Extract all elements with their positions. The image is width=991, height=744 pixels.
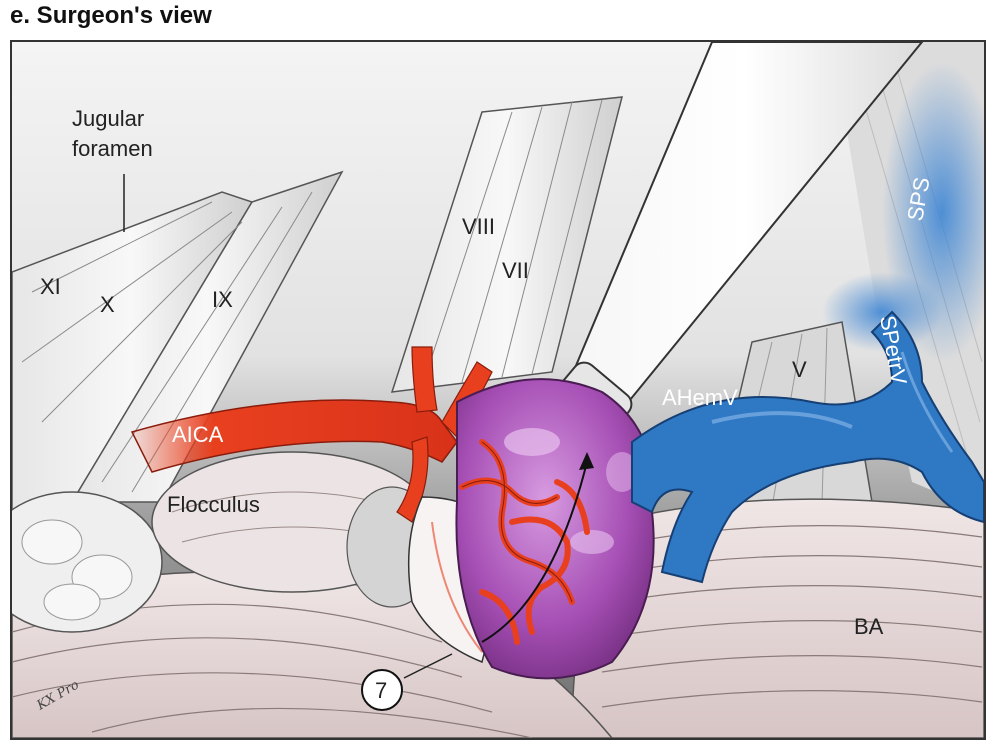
choroid-plexus (12, 491, 163, 633)
label-flocculus: Flocculus (167, 492, 260, 517)
label-viii: VIII (462, 214, 495, 239)
label-aica: AICA (172, 422, 224, 447)
lower-cranial-nerves (12, 170, 344, 513)
figure-title: e. Surgeon's view (10, 2, 212, 29)
leader-lines (123, 174, 453, 679)
tumor (455, 378, 655, 680)
label-xi: XI (40, 274, 61, 299)
label-ahemv: AHemV (662, 385, 738, 410)
petrosal-veins (631, 310, 984, 584)
illustration-panel: Jugular foramen XI X IX VIII VII AICA Fl… (10, 40, 986, 740)
label-ba: BA (854, 614, 884, 639)
label-ix: IX (212, 287, 233, 312)
surgical-illustration: Jugular foramen XI X IX VIII VII AICA Fl… (12, 42, 984, 738)
facial-vestibulocochlear-nerves (390, 96, 623, 393)
label-foramen: foramen (72, 136, 153, 161)
label-v: V (792, 357, 807, 382)
label-seven: 7 (375, 678, 387, 703)
label-x: X (100, 292, 115, 317)
label-jugular: Jugular (72, 106, 144, 131)
tentorium (822, 42, 984, 512)
callout-circle (361, 669, 403, 711)
label-vii: VII (502, 258, 529, 283)
